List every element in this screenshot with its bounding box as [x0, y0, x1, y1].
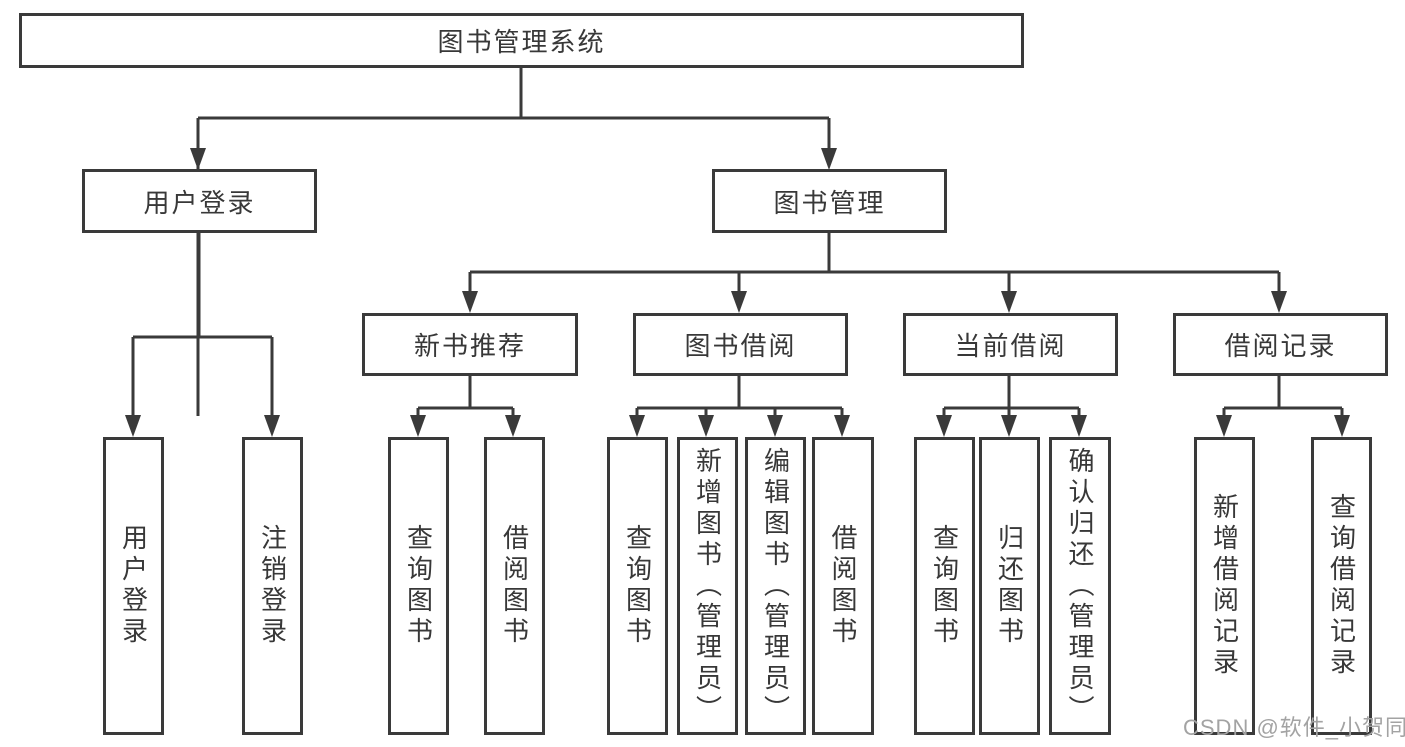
arrow-current-return [1001, 415, 1017, 437]
node-book-borrow-label: 图书借阅 [684, 331, 797, 361]
leaf-borrow-query-book: 查询图书 [607, 437, 668, 735]
leaf-borrow-add-book-admin: 新增图书（管理员） [677, 437, 738, 735]
connector-path [131, 68, 1344, 417]
arrow-recommend-borrow [505, 415, 521, 437]
node-new-book-recommend: 新书推荐 [362, 313, 578, 376]
node-new-book-recommend-label: 新书推荐 [413, 331, 526, 361]
arrow-recommend-query [410, 415, 426, 437]
leaf-current-confirm-return-admin-label: 确认归还（管理员） [1065, 446, 1095, 726]
leaf-user-login-label: 用户登录 [118, 524, 149, 648]
arrow-login [125, 415, 141, 437]
node-root: 图书管理系统 [19, 13, 1024, 68]
leaf-logout: 注销登录 [242, 437, 303, 735]
leaf-recommend-query-book-label: 查询图书 [403, 524, 434, 648]
node-book-borrow: 图书借阅 [633, 313, 848, 376]
leaf-borrow-borrow-book: 借阅图书 [812, 437, 874, 735]
leaf-logout-label: 注销登录 [257, 524, 288, 648]
leaf-user-login: 用户登录 [103, 437, 164, 735]
leaf-borrow-add-book-admin-label: 新增图书（管理员） [692, 446, 723, 726]
arrow-current-borrow [1001, 291, 1017, 313]
node-book-management: 图书管理 [712, 169, 947, 233]
leaf-recommend-borrow-book-label: 借阅图书 [499, 524, 530, 648]
node-root-label: 图书管理系统 [437, 27, 606, 57]
leaf-records-query-record: 查询借阅记录 [1311, 437, 1372, 735]
arrow-borrow-records [1271, 291, 1287, 313]
arrow-records-query [1334, 415, 1350, 437]
arrow-book-management [821, 148, 837, 170]
arrow-borrow-add [698, 415, 714, 437]
node-borrow-records-label: 借阅记录 [1224, 331, 1337, 361]
node-user-login-label: 用户登录 [143, 187, 256, 218]
leaf-recommend-borrow-book: 借阅图书 [484, 437, 545, 735]
leaf-records-add-record: 新增借阅记录 [1194, 437, 1255, 735]
leaf-borrow-query-book-label: 查询图书 [622, 524, 653, 648]
arrow-current-query [936, 415, 952, 437]
node-borrow-records: 借阅记录 [1173, 313, 1388, 376]
node-user-login: 用户登录 [82, 169, 317, 233]
arrow-logout [264, 415, 280, 437]
arrow-borrow-edit [767, 415, 783, 437]
leaf-borrow-edit-book-admin: 编辑图书（管理员） [745, 437, 806, 735]
leaf-borrow-edit-book-admin-label: 编辑图书（管理员） [760, 446, 791, 726]
arrow-current-confirm [1071, 415, 1087, 437]
arrow-new-book-recommend [462, 291, 478, 313]
leaf-borrow-borrow-book-label: 借阅图书 [828, 524, 858, 648]
leaf-current-return-book: 归还图书 [979, 437, 1040, 735]
csdn-watermark: CSDN @软件_小贺同学 [1183, 715, 1405, 740]
leaf-current-query-book: 查询图书 [914, 437, 975, 735]
node-current-borrow-label: 当前借阅 [954, 331, 1067, 361]
leaf-recommend-query-book: 查询图书 [388, 437, 449, 735]
arrow-user-login [190, 148, 206, 170]
arrow-book-borrow [731, 291, 747, 313]
leaf-records-query-record-label: 查询借阅记录 [1326, 493, 1357, 679]
node-book-management-label: 图书管理 [773, 187, 886, 218]
leaf-records-add-record-label: 新增借阅记录 [1209, 493, 1240, 679]
node-current-borrow: 当前借阅 [903, 313, 1118, 376]
leaf-current-query-book-label: 查询图书 [929, 524, 960, 648]
leaf-current-return-book-label: 归还图书 [994, 524, 1025, 648]
arrow-borrow-borrow [834, 415, 850, 437]
arrowheads [125, 148, 1350, 437]
leaf-current-confirm-return-admin: 确认归还（管理员） [1049, 437, 1111, 735]
arrow-records-add [1216, 415, 1232, 437]
arrow-borrow-query [629, 415, 645, 437]
